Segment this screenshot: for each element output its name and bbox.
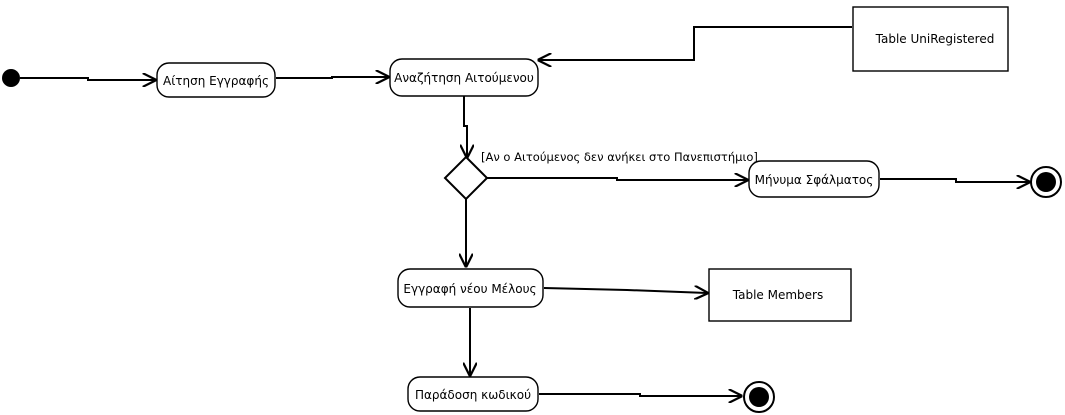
table-members: Table Members (708, 268, 852, 322)
final-node-deliver (743, 381, 775, 413)
table-uniregistered: Table UniRegistered (852, 6, 1009, 72)
activity-error-label: Μήνυμα Σφάλματος (755, 173, 874, 187)
activity-register: Εγγραφή νέου Μέλους (397, 268, 544, 308)
activity-error: Μήνυμα Σφάλματος (748, 160, 880, 198)
activity-deliver-label: Παράδοση κωδικού (415, 388, 531, 402)
edge-start-to-request (20, 78, 155, 80)
activity-request: Αίτηση Εγγραφής (156, 62, 276, 98)
activity-search-label: Αναζήτηση Αιτούμενου (394, 71, 534, 85)
edge-deliver-to-final (539, 394, 741, 396)
initial-node (2, 69, 20, 87)
activity-deliver: Παράδοση κωδικού (407, 376, 539, 412)
edge-request-to-search (276, 77, 388, 78)
edge-register-to-members (543, 288, 707, 293)
decision-node (443, 155, 489, 201)
guard-condition: [Αν ο Αιτούμενος δεν ανήκει στο Πανεπιστ… (481, 150, 758, 164)
table-members-label: Table Members (732, 288, 823, 302)
activity-request-label: Αίτηση Εγγραφής (163, 74, 269, 88)
edge-decision-to-error (487, 178, 747, 180)
edge-search-to-decision (464, 96, 467, 157)
activity-search: Αναζήτηση Αιτούμενου (389, 58, 539, 97)
table-uniregistered-label: Table UniRegistered (875, 32, 995, 46)
final-node-error (1030, 166, 1062, 198)
edge-uniregistered-to-search (539, 26, 852, 60)
edge-error-to-final (880, 179, 1029, 182)
activity-register-label: Εγγραφή νέου Μέλους (403, 282, 536, 296)
